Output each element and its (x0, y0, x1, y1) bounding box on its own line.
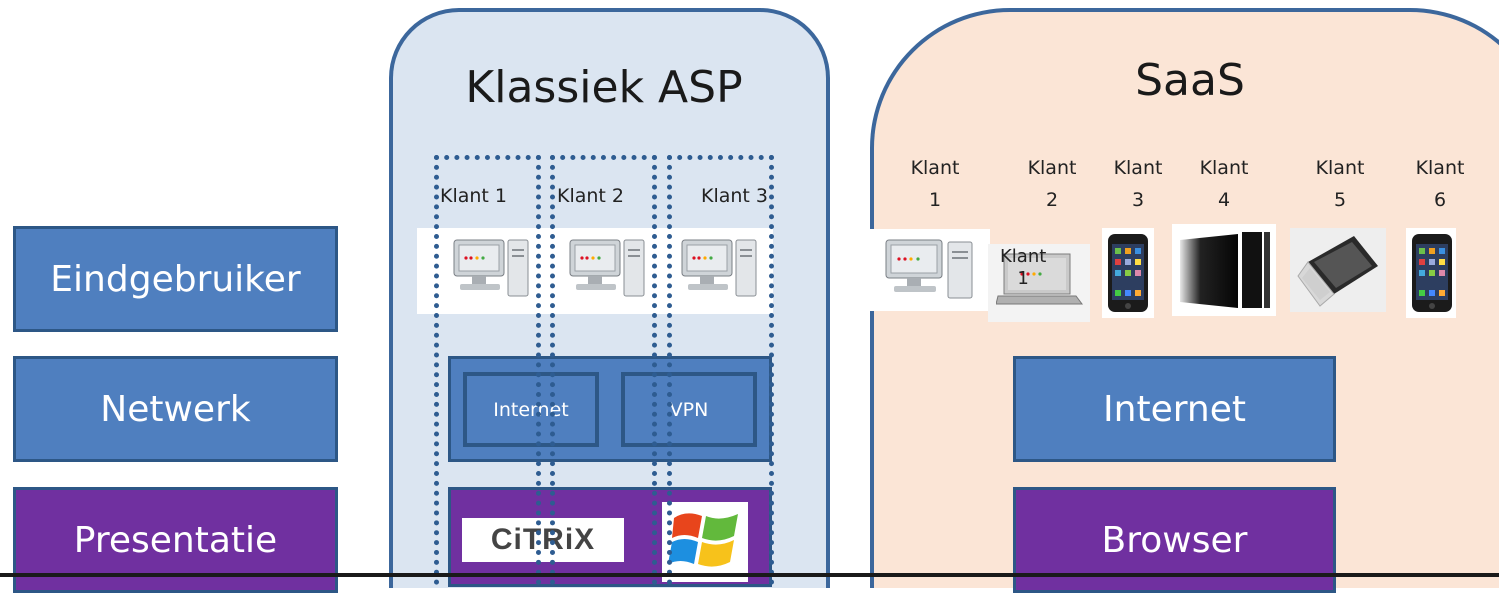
saas-klant-4: Klant 4 (1184, 152, 1264, 216)
saas-klant-1: Klant 1 (895, 152, 975, 216)
saas-klant-2: Klant 2 (1012, 152, 1092, 216)
saas-klant-6: Klant 6 (1400, 152, 1480, 216)
asp-klant-3: Klant 3 (700, 185, 768, 207)
saas-klant-2-label: Klant (1027, 157, 1077, 179)
asp-computer-icon-1 (453, 239, 529, 297)
saas-klant-3: Klant 3 (1098, 152, 1178, 216)
desktop-computer-icon (885, 239, 973, 299)
windows-logo-icon (668, 513, 738, 567)
saas-title: SaaS (1135, 55, 1245, 106)
citrix-logo: CiTRiX (462, 518, 624, 562)
asp-klant-1: Klant 1 (440, 185, 508, 207)
asp-computer-icon-2 (569, 239, 645, 297)
saas-internet-label: Internet (1103, 388, 1246, 430)
smartphone-icon-2 (1412, 234, 1452, 312)
asp-internet-box: Internet (463, 372, 599, 447)
saas-browser-label: Browser (1101, 519, 1248, 561)
saas-klant-5-number: 5 (1333, 189, 1347, 211)
layer-netwerk-label: Netwerk (100, 388, 251, 430)
layer-netwerk: Netwerk (13, 356, 338, 462)
saas-klant-1-label: Klant (910, 157, 960, 179)
layer-presentatie-label: Presentatie (73, 519, 278, 561)
saas-klant-3-number: 3 (1131, 189, 1145, 211)
saas-klant-4-label: Klant (1199, 157, 1249, 179)
asp-computer-icon-3 (681, 239, 757, 297)
saas-overlay-label-number: 1 (1017, 268, 1029, 289)
asp-client-column-2 (550, 155, 657, 585)
layer-presentatie: Presentatie (13, 487, 338, 593)
asp-klant-2: Klant 2 (557, 185, 625, 207)
asp-internet-label: Internet (493, 398, 569, 421)
asp-client-column-3 (667, 155, 774, 585)
saas-klant-6-number: 6 (1433, 189, 1447, 211)
smartphone-icon-1 (1108, 234, 1148, 312)
layer-eindgebruiker: Eindgebruiker (13, 226, 338, 332)
asp-client-column-1 (434, 155, 541, 585)
citrix-logo-text: CiTRiX (490, 523, 596, 556)
saas-klant-5: Klant 5 (1300, 152, 1380, 216)
saas-klant-2-number: 2 (1045, 189, 1059, 211)
saas-browser-box: Browser (1013, 487, 1336, 593)
netbook-icon (1297, 236, 1378, 307)
saas-internet-box: Internet (1013, 356, 1336, 462)
bottom-divider (0, 573, 1499, 577)
saas-klant-5-label: Klant (1315, 157, 1365, 179)
saas-klant-6-label: Klant (1415, 157, 1465, 179)
saas-overlay-label: Klant 1 (1000, 246, 1046, 290)
asp-vpn-box: VPN (621, 372, 757, 447)
saas-overlay-label-text: Klant (1000, 246, 1047, 267)
laptop-icon (996, 253, 1083, 305)
saas-klant-1-number: 1 (928, 189, 942, 211)
tablet-device-icon (1180, 232, 1270, 308)
saas-klant-4-number: 4 (1217, 189, 1231, 211)
asp-title: Klassiek ASP (465, 62, 743, 113)
asp-vpn-label: VPN (669, 398, 709, 421)
saas-klant-3-label: Klant (1113, 157, 1163, 179)
layer-eindgebruiker-label: Eindgebruiker (50, 258, 301, 300)
